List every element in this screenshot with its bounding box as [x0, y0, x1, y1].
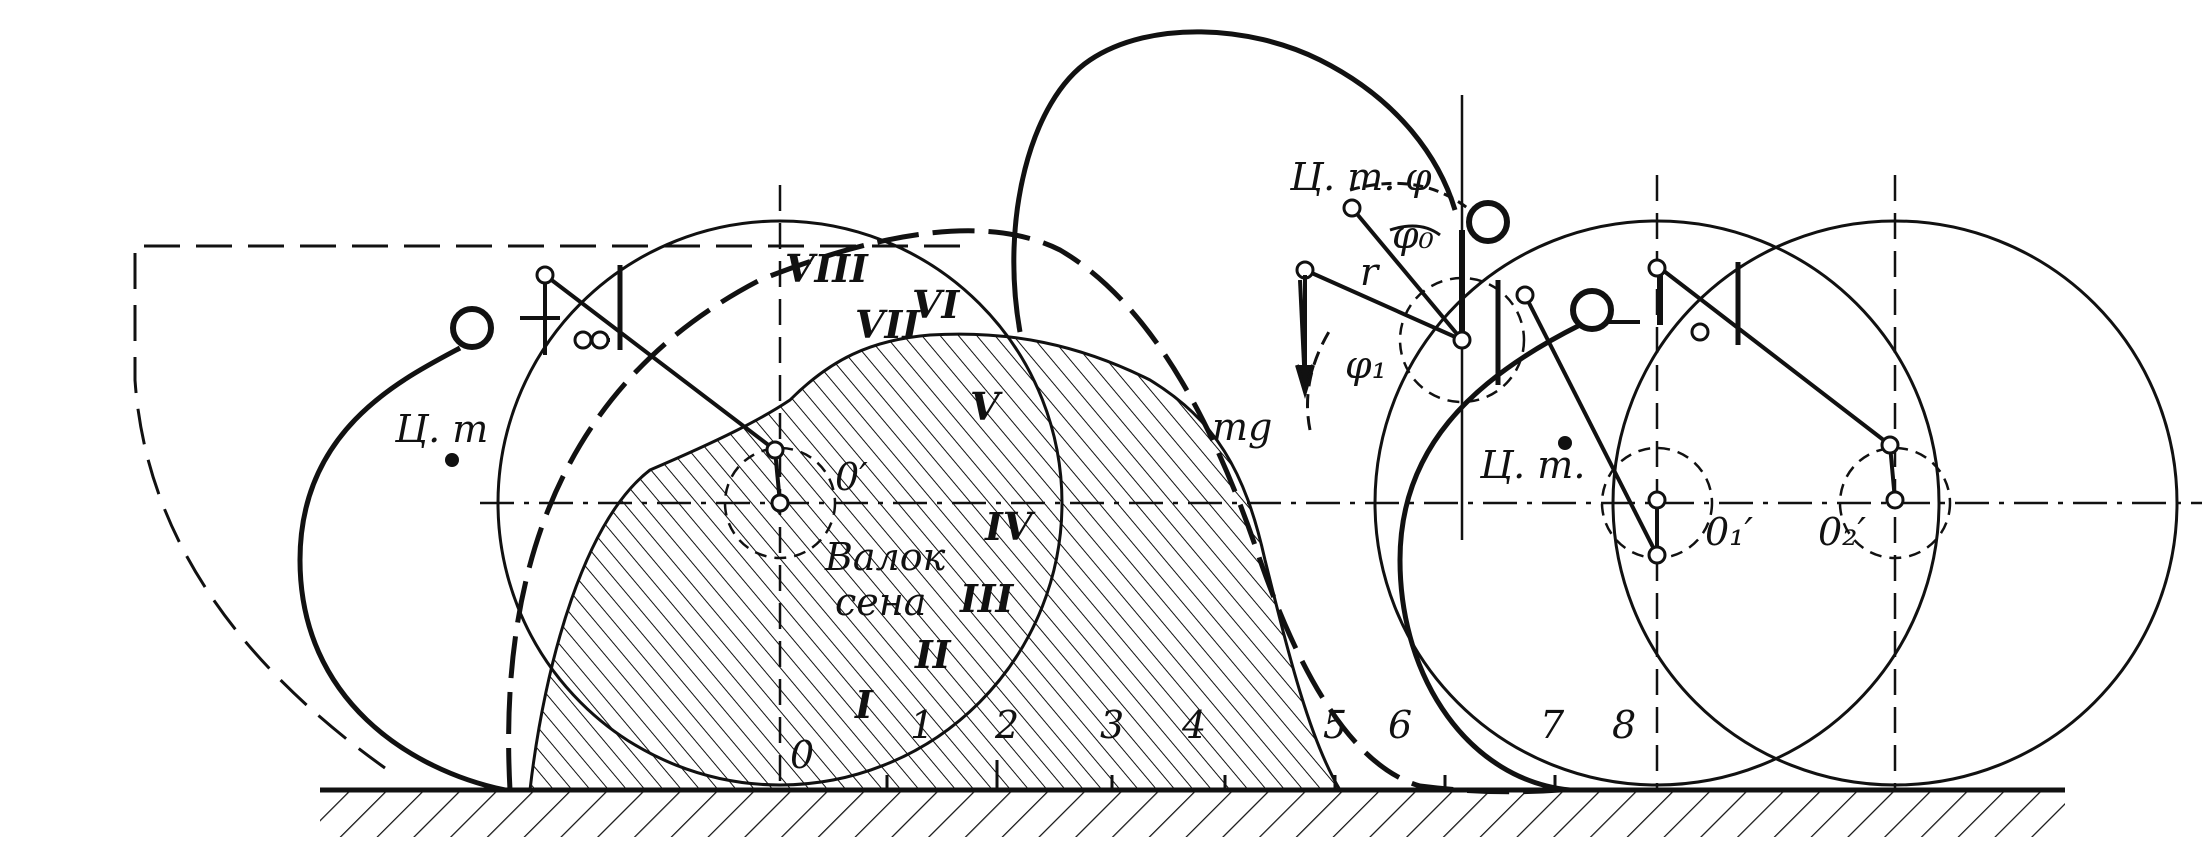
tick-label-5: 5	[1323, 703, 1347, 747]
roman-mark-7: VII	[855, 302, 921, 347]
roman-mark-8: VIII	[785, 246, 869, 291]
tick-label-1: 1	[910, 703, 934, 747]
tick-label-4: 4	[1181, 703, 1206, 747]
ground-tick-labels: 0 1 2 3 4 5 6 7 8	[790, 703, 1636, 777]
rake-loop-top	[1011, 29, 1458, 333]
rake-wheel-circles	[450, 200, 1614, 350]
r-label: r	[1360, 250, 1381, 294]
cg-label-top: Ц. т.	[1289, 155, 1395, 199]
o-prime-label: 0′	[835, 455, 868, 499]
cg-dots	[445, 436, 1572, 467]
roman-marks: I II III IV V VI VII VIII	[785, 246, 1036, 727]
roman-mark-2: II	[914, 632, 952, 677]
dashed-envelope-arc	[133, 244, 960, 770]
windrow-label-line1: Валок	[824, 535, 946, 579]
o2-prime-label: 0₂′	[1818, 510, 1866, 554]
rake-loop-left	[297, 345, 506, 793]
rake-loop-right	[1397, 322, 1582, 793]
cg-label-left: Ц. т	[394, 407, 488, 451]
ground-ticks	[885, 760, 1557, 790]
linkage-top	[1298, 206, 1501, 386]
phi-label: φ	[1405, 155, 1432, 199]
cg-label-right: Ц. т.	[1479, 443, 1585, 487]
windrow-label-line2: сена	[835, 580, 926, 624]
roman-mark-5: V	[970, 384, 1003, 429]
angle-arcs	[1306, 181, 1471, 431]
phi0-label: φ₀	[1392, 213, 1434, 257]
tick-label-3: 3	[1100, 703, 1124, 747]
roman-mark-6: VI	[912, 282, 960, 327]
tick-label-2: 2	[994, 703, 1019, 747]
pivot-nodes	[535, 198, 1905, 565]
roman-mark-4: IV	[984, 504, 1036, 549]
labels: Ц. т Ц. т. Ц. т. φ φ₀ φ₁ r mg 0′ 0₁′ 0₂′…	[394, 155, 1866, 624]
tick-label-6: 6	[1388, 703, 1412, 747]
ground	[320, 787, 2065, 837]
hay-windrow	[528, 332, 1343, 792]
roman-mark-1: I	[854, 682, 874, 727]
tick-label-0: 0	[790, 733, 814, 777]
phi1-label: φ₁	[1345, 343, 1387, 387]
roman-mark-3: III	[959, 576, 1015, 621]
tooth-trajectory-arc	[506, 228, 1561, 795]
o1-prime-label: 0₁′	[1705, 510, 1753, 554]
tick-label-8: 8	[1612, 703, 1636, 747]
mg-label: mg	[1212, 405, 1272, 449]
tick-label-7: 7	[1540, 703, 1565, 747]
